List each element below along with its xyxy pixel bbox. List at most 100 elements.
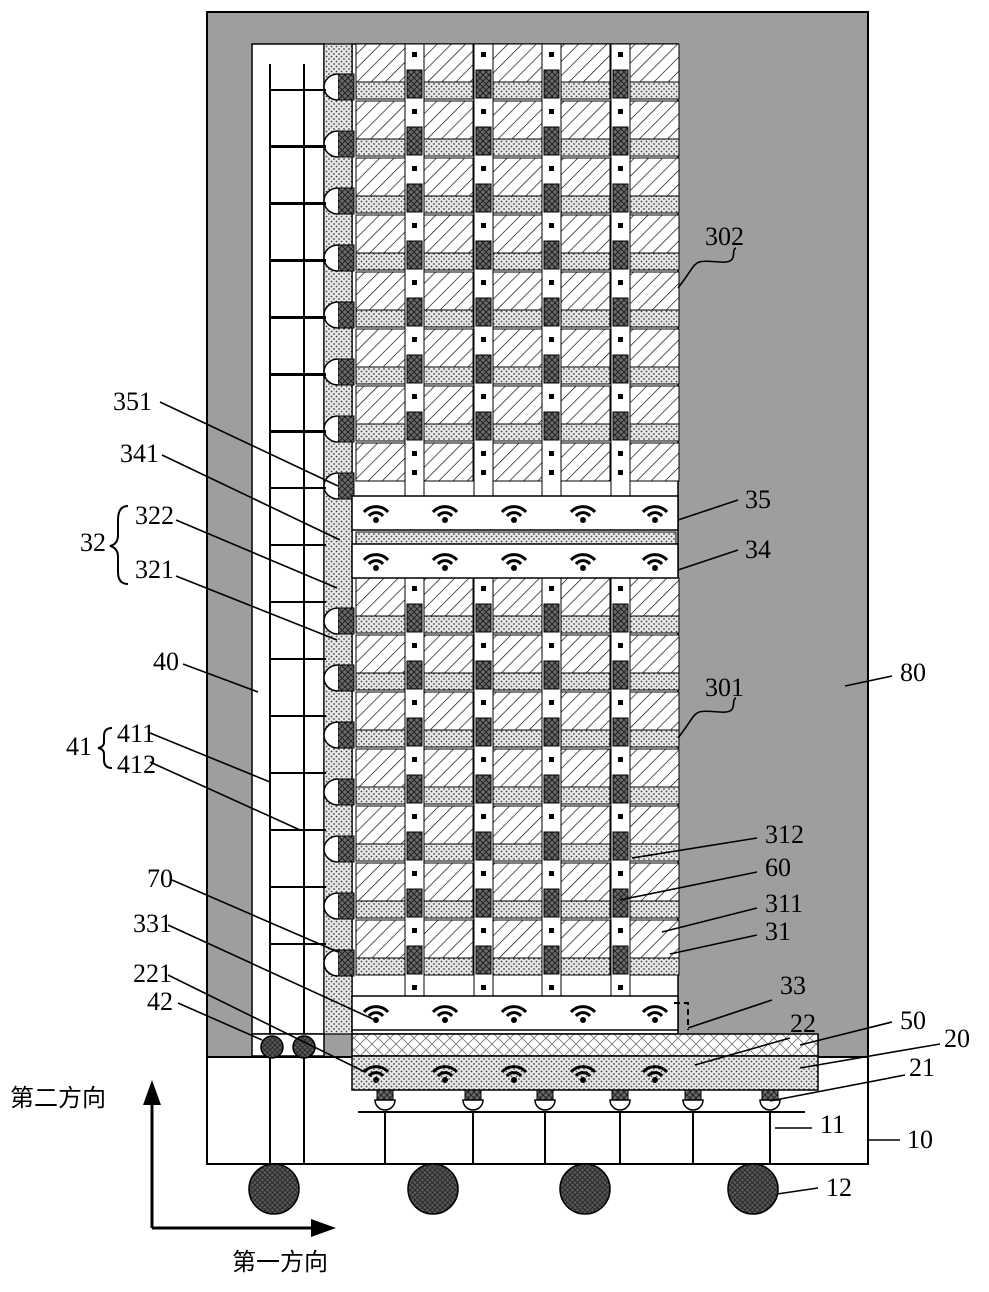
wireless-interface-34-wave-outer [362, 553, 390, 562]
lower-stack-chip-body [560, 919, 611, 959]
interposer-strip [355, 531, 677, 545]
lower-stack-chip-body [560, 862, 611, 902]
wireless-interface-33-wave-outer [500, 1005, 528, 1014]
upper-stack-bond-layer [423, 81, 474, 100]
lower-stack-bond-layer [355, 900, 406, 919]
lower-stack-edge-bump [323, 607, 339, 635]
upper-stack-bond-layer [492, 195, 543, 214]
lower-stack-bond-layer [355, 843, 406, 862]
upper-stack-bond-layer [355, 423, 406, 442]
lower-stack-via-dot [618, 985, 623, 990]
upper-stack-via-dot [618, 109, 623, 114]
lower-stack-through-via [543, 831, 560, 861]
wireless-221-wave-inner [505, 1071, 523, 1078]
lower-stack-chip-body [355, 691, 406, 731]
upper-stack-via-dot [549, 394, 554, 399]
wireless-interface-34-wave-outer [569, 553, 597, 562]
wireless-interface-34-wave-inner [574, 559, 592, 566]
upper-stack-through-via [543, 297, 560, 327]
upper-stack-via-dot [549, 451, 554, 456]
lower-stack-through-via [543, 660, 560, 690]
wireless-interface-34-wave-outer [641, 553, 669, 562]
lower-stack-bond-layer [629, 957, 680, 976]
lower-stack-through-via [612, 717, 629, 747]
wireless-interface-34-wave-inner [436, 559, 454, 566]
upper-stack-chip-body [355, 157, 406, 197]
lower-stack-edge-bump [323, 892, 339, 920]
upper-stack-chip-body [629, 328, 680, 368]
upper-stack-edge-pad [337, 358, 355, 386]
upper-stack-chip-body [629, 442, 680, 482]
upper-stack-through-via [406, 240, 423, 270]
wireless-221-antenna-dot [580, 1077, 586, 1083]
lower-stack-via-dot [618, 928, 623, 933]
upper-stack-through-via [612, 183, 629, 213]
label-341: 341 [120, 439, 159, 468]
lower-stack-bond-layer [423, 729, 474, 748]
lower-stack-chip-body [423, 691, 474, 731]
micro-bump-21 [682, 1099, 704, 1111]
wireless-interface-35-wave-outer [569, 505, 597, 514]
lower-stack-bond-layer [492, 729, 543, 748]
upper-stack-chip-body [492, 157, 543, 197]
upper-stack-edge-pad [337, 187, 355, 215]
lower-stack-bond-layer [423, 843, 474, 862]
wireless-221-wave-outer [569, 1065, 597, 1074]
label-21: 21 [909, 1053, 935, 1082]
lower-stack-through-via [475, 831, 492, 861]
upper-stack-edge-bump [323, 73, 339, 101]
wireless-interface-33-wave-outer [362, 1005, 390, 1014]
upper-stack-via-dot [549, 223, 554, 228]
upper-stack-bond-layer [560, 81, 611, 100]
label-31: 31 [765, 917, 791, 946]
lower-stack-bond-layer [355, 786, 406, 805]
lower-stack-chip-body [423, 862, 474, 902]
lower-stack-via-dot [481, 586, 486, 591]
upper-stack-via-dot [549, 280, 554, 285]
wireless-interface-34-antenna-dot [373, 565, 379, 571]
lower-stack-bond-layer [423, 900, 474, 919]
diagram-geometry [248, 43, 819, 1215]
micro-bump-21 [462, 1099, 484, 1111]
lower-stack-via-dot [618, 700, 623, 705]
upper-stack-bond-layer [423, 366, 474, 385]
upper-stack-through-via [543, 354, 560, 384]
lower-stack-through-via [475, 717, 492, 747]
upper-stack-chip-body [423, 214, 474, 254]
upper-stack-via-dot [481, 223, 486, 228]
upper-stack-chip-body [560, 214, 611, 254]
label-60: 60 [765, 853, 791, 882]
lower-stack-via-dot [481, 757, 486, 762]
upper-stack-via-dot [618, 451, 623, 456]
upper-stack-via-dot [549, 166, 554, 171]
upper-stack-through-via [406, 297, 423, 327]
upper-stack-through-via [406, 183, 423, 213]
upper-stack-chip-body [423, 43, 474, 83]
wireless-221-antenna-dot [652, 1077, 658, 1083]
wireless-interface-34-wave-inner [505, 559, 523, 566]
lower-stack-through-via [406, 717, 423, 747]
upper-stack-through-via [612, 411, 629, 441]
lower-stack-via-dot [412, 928, 417, 933]
upper-stack-edge-bump [323, 244, 339, 272]
upper-stack-chip-body [560, 100, 611, 140]
upper-stack-bond-layer [423, 309, 474, 328]
solder-ball-42 [292, 1035, 316, 1059]
upper-stack-bond-layer [629, 195, 680, 214]
lower-stack-edge-pad [337, 664, 355, 692]
upper-stack-through-via [543, 411, 560, 441]
upper-stack-via-dot [618, 166, 623, 171]
label-10: 10 [907, 1125, 933, 1154]
upper-stack-via-dot [481, 166, 486, 171]
wireless-interface-35-wave-inner [505, 511, 523, 518]
lower-stack-chip-body [560, 577, 611, 617]
upper-stack-via-dot [481, 109, 486, 114]
label-20: 20 [944, 1024, 970, 1053]
wireless-interface-35-wave-inner [646, 511, 664, 518]
lower-stack-bond-layer [492, 786, 543, 805]
upper-stack-bond-layer [629, 252, 680, 271]
lower-stack-via-dot [549, 928, 554, 933]
upper-stack-edge-bump [323, 415, 339, 443]
lower-stack-through-via [475, 774, 492, 804]
lower-stack-via-dot [412, 643, 417, 648]
